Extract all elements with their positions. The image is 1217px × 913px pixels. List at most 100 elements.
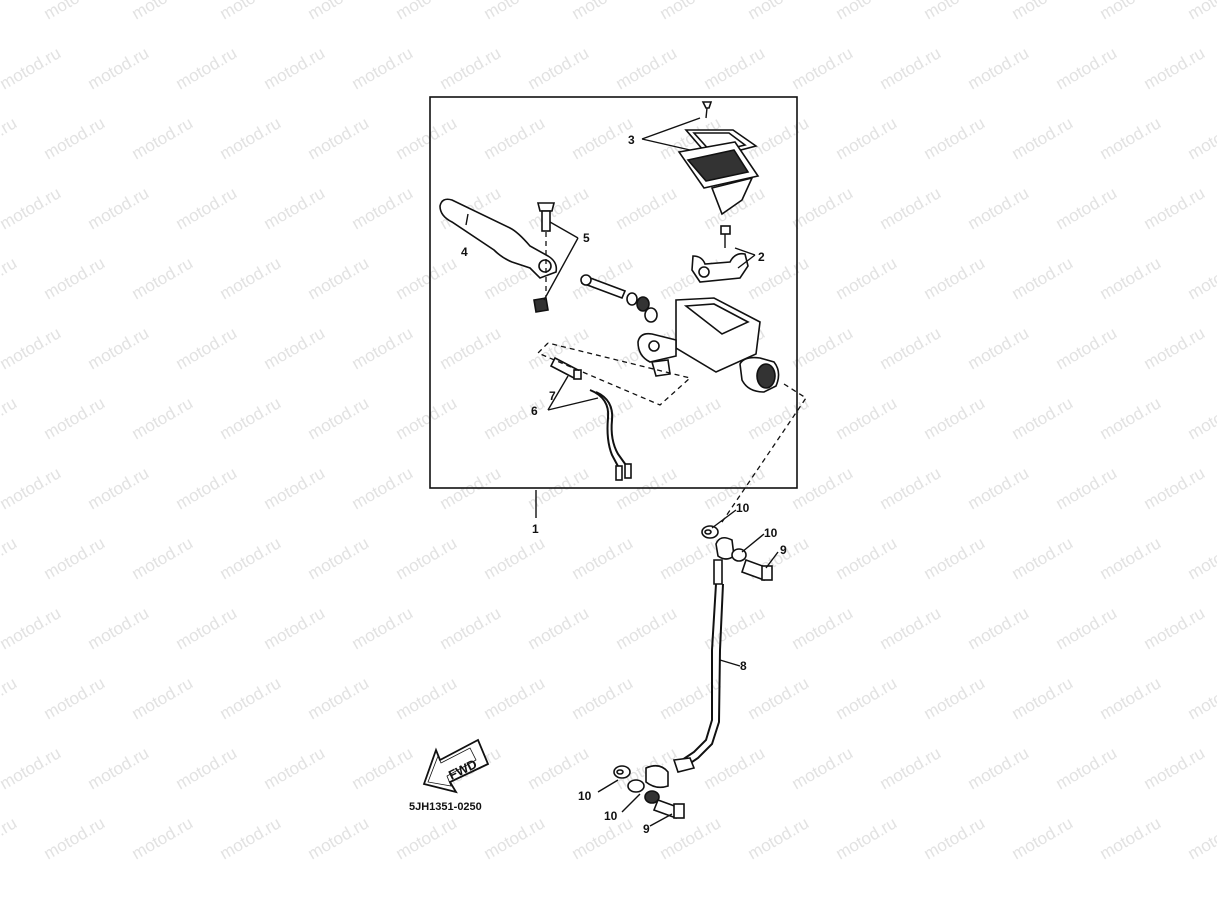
watermark-text: motod.ru <box>569 0 637 23</box>
watermark-text: motod.ru <box>393 813 461 863</box>
watermark-text: motod.ru <box>85 183 153 233</box>
watermark-text: motod.ru <box>0 463 64 513</box>
watermark-text: motod.ru <box>261 183 329 233</box>
watermark-text: motod.ru <box>305 0 373 23</box>
watermark-text: motod.ru <box>349 43 417 93</box>
reservoir-cap-assembly <box>677 101 760 216</box>
watermark-text: motod.ru <box>1141 183 1209 233</box>
watermark-text: motod.ru <box>85 463 153 513</box>
watermark-text: motod.ru <box>745 253 813 303</box>
watermark-text: motod.ru <box>1053 463 1121 513</box>
watermark-text: motod.ru <box>261 603 329 653</box>
watermark-text: motod.ru <box>921 0 989 23</box>
watermark-text: motod.ru <box>41 0 109 23</box>
watermark-text: motod.ru <box>41 253 109 303</box>
watermark-text: motod.ru <box>1009 113 1077 163</box>
watermark-text: motod.ru <box>129 533 197 583</box>
watermark-text: motod.ru <box>0 113 20 163</box>
handlebar-clamp <box>691 225 749 283</box>
watermark-text: motod.ru <box>0 813 20 863</box>
watermark-text: motod.ru <box>129 113 197 163</box>
watermark-text: motod.ru <box>0 183 64 233</box>
watermark-text: motod.ru <box>217 533 285 583</box>
watermark-text: motod.ru <box>393 393 461 443</box>
master-cylinder-body <box>637 297 780 393</box>
watermark-text: motod.ru <box>833 113 901 163</box>
watermark-text: motod.ru <box>305 393 373 443</box>
watermark-text: motod.ru <box>41 673 109 723</box>
watermark-text: motod.ru <box>129 0 197 23</box>
watermark-text: motod.ru <box>745 813 813 863</box>
watermark-text: motod.ru <box>217 0 285 23</box>
callout-3: 3 <box>628 133 635 147</box>
watermark-text: motod.ru <box>41 393 109 443</box>
watermark-text: motod.ru <box>965 603 1033 653</box>
watermark-text: motod.ru <box>393 253 461 303</box>
watermark-text: motod.ru <box>921 393 989 443</box>
callout-9-upper: 9 <box>780 543 787 557</box>
callout-10-lower-b: 10 <box>604 809 618 823</box>
watermark-text: motod.ru <box>217 813 285 863</box>
watermark-text: motod.ru <box>1009 0 1077 23</box>
callout-9-lower: 9 <box>643 822 650 836</box>
callout-8: 8 <box>740 659 747 673</box>
callout-4: 4 <box>461 245 468 259</box>
callout-numbers: 1 2 3 4 5 6 7 8 9 9 10 10 10 10 <box>461 133 787 836</box>
watermark-text: motod.ru <box>921 113 989 163</box>
watermark-text: motod.ru <box>1053 323 1121 373</box>
watermark-text: motod.ru <box>789 323 857 373</box>
watermark-text: motod.ru <box>393 533 461 583</box>
watermark-text: motod.ru <box>1141 43 1209 93</box>
watermark-text: motod.ru <box>613 183 681 233</box>
watermark-text: motod.ru <box>1053 743 1121 793</box>
callout-5: 5 <box>583 231 590 245</box>
watermark-text: motod.ru <box>1185 113 1217 163</box>
watermark-text: motod.ru <box>701 603 769 653</box>
watermark-text: motod.ru <box>1097 533 1165 583</box>
watermark-text: motod.ru <box>261 43 329 93</box>
watermark-text: motod.ru <box>481 0 549 23</box>
watermark-text: motod.ru <box>965 183 1033 233</box>
watermark-text: motod.ru <box>701 43 769 93</box>
watermark-text: motod.ru <box>569 673 637 723</box>
watermark-text: motod.ru <box>173 323 241 373</box>
brake-lever <box>439 198 558 279</box>
watermark-text: motod.ru <box>173 463 241 513</box>
watermark-text: motod.ru <box>877 323 945 373</box>
watermark-text: motod.ru <box>1185 533 1217 583</box>
watermark-text: motod.ru <box>1141 603 1209 653</box>
watermark-text: motod.ru <box>789 463 857 513</box>
watermark-text: motod.ru <box>129 393 197 443</box>
watermark-text: motod.ru <box>393 0 461 23</box>
callout-10-upper-b: 10 <box>764 526 778 540</box>
watermark-text: motod.ru <box>525 743 593 793</box>
hose-dash-line <box>719 383 807 526</box>
watermark-text: motod.ru <box>789 743 857 793</box>
watermark-text: motod.ru <box>701 743 769 793</box>
watermark-text: motod.ru <box>481 113 549 163</box>
watermark-text: motod.ru <box>1097 813 1165 863</box>
watermark-text: motod.ru <box>393 113 461 163</box>
watermark-text: motod.ru <box>305 673 373 723</box>
watermark-text: motod.ru <box>1185 813 1217 863</box>
watermark-text: motod.ru <box>833 253 901 303</box>
watermark-text: motod.ru <box>877 743 945 793</box>
assembly-frame <box>429 96 798 489</box>
switch-wiring <box>589 389 632 481</box>
watermark-text: motod.ru <box>1141 743 1209 793</box>
drawing-code: 5JH1351-0250 <box>409 801 482 813</box>
watermark-text: motod.ru <box>173 183 241 233</box>
callout-10-lower-a: 10 <box>578 789 592 803</box>
callout-10-upper-a: 10 <box>736 501 750 515</box>
watermark-text: motod.ru <box>921 673 989 723</box>
watermark-text: motod.ru <box>0 603 64 653</box>
watermark-text: motod.ru <box>1009 533 1077 583</box>
watermark-text: motod.ru <box>921 533 989 583</box>
watermark-text: motod.ru <box>877 463 945 513</box>
watermark-text: motod.ru <box>481 393 549 443</box>
watermark-text: motod.ru <box>569 113 637 163</box>
watermark-text: motod.ru <box>0 253 20 303</box>
watermark-text: motod.ru <box>217 673 285 723</box>
watermark-text: motod.ru <box>349 183 417 233</box>
watermark-text: motod.ru <box>965 43 1033 93</box>
